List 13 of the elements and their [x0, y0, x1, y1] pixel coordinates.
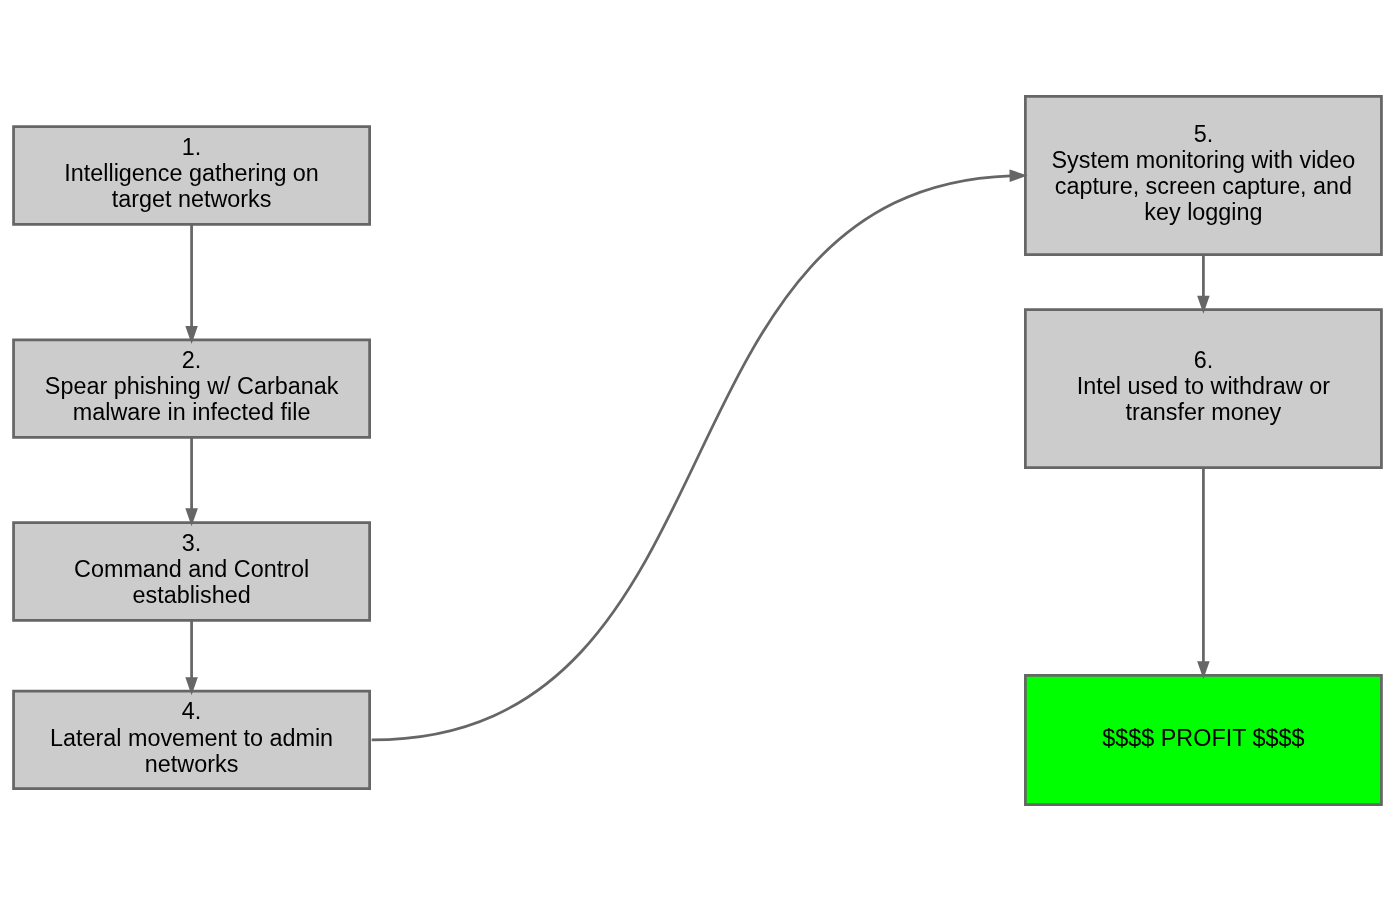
node-box: 3. Command and Control established: [12, 521, 371, 622]
node-box: $$$$ PROFIT $$$$: [1024, 673, 1383, 806]
arrow: [185, 224, 198, 344]
node-box: 2. Spear phishing w/ Carbanak malware in infected file: [12, 338, 371, 439]
arrow: [1197, 467, 1210, 680]
arrow: [371, 169, 1028, 742]
node-box: 6. Intel used to withdraw or transfer money: [1024, 308, 1383, 470]
arrow: [185, 437, 198, 527]
arrow: [1197, 254, 1210, 314]
node-box: 1. Intelligence gathering on target networks: [12, 125, 371, 226]
node-box: 4. Lateral movement to admin networks: [12, 689, 371, 791]
node-box: 5. System monitoring with video capture, screen capture, and key logging: [1024, 95, 1383, 256]
arrow: [185, 620, 198, 696]
